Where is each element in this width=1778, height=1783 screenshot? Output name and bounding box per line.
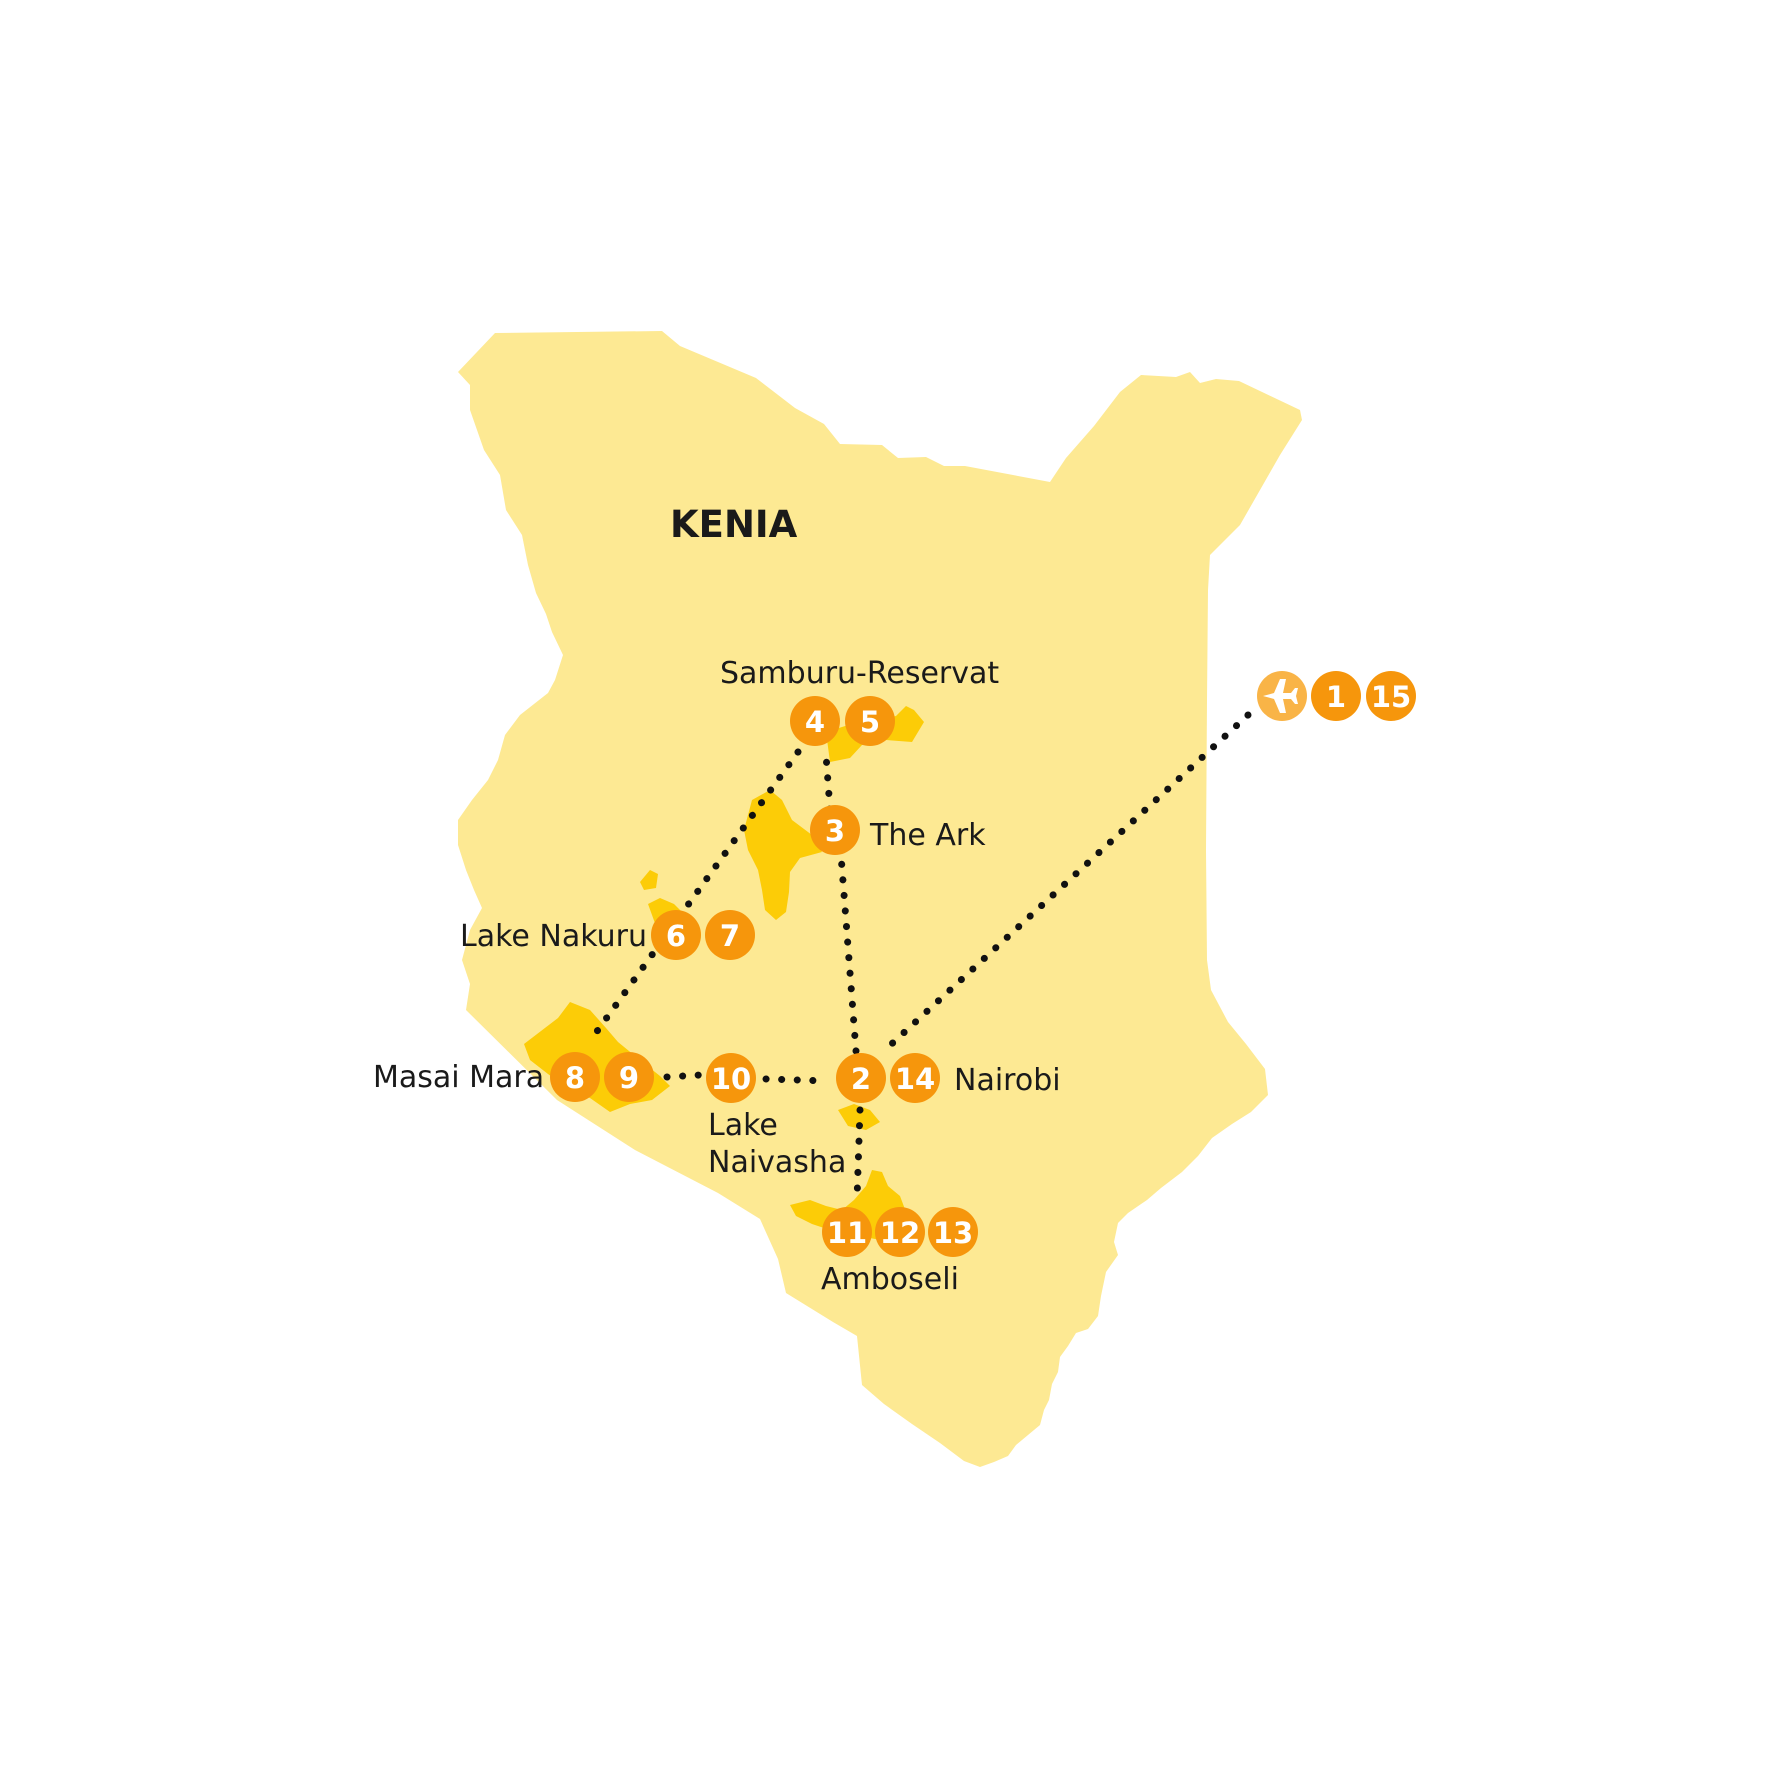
stop-number-11: 11 <box>827 1216 867 1250</box>
small-park-area <box>640 870 658 890</box>
stop-number-15: 15 <box>1371 680 1411 714</box>
country-label: KENIA <box>670 503 798 546</box>
stop-marker-8: 8 <box>550 1052 600 1102</box>
stop-marker-4: 4 <box>790 696 840 746</box>
stop-marker-14: 14 <box>890 1053 940 1103</box>
kenya-country-shape <box>458 331 1302 1467</box>
stop-marker-13: 13 <box>928 1207 978 1257</box>
stop-marker-12: 12 <box>875 1207 925 1257</box>
stop-number-7: 7 <box>720 919 740 953</box>
place-label-the-ark: The Ark <box>869 818 986 853</box>
route-segment-nairobi-amboseli <box>853 1106 864 1204</box>
place-label-amboseli: Amboseli <box>821 1262 959 1297</box>
place-label-samburu: Samburu-Reservat <box>720 656 999 691</box>
stop-number-10: 10 <box>711 1062 751 1096</box>
place-label-nairobi: Nairobi <box>954 1063 1061 1098</box>
stop-marker-2: 2 <box>836 1053 886 1103</box>
travel-route <box>586 711 1252 1204</box>
stop-markers: 1 15 4 5 3 6 7 8 9 10 2 14 11 12 13 <box>550 671 1416 1257</box>
stop-marker-10: 10 <box>706 1053 756 1103</box>
airplane-icon <box>1263 679 1298 713</box>
stop-number-8: 8 <box>565 1061 585 1095</box>
stop-marker-15: 15 <box>1366 671 1416 721</box>
aberdare-park-area <box>744 790 822 920</box>
stop-number-14: 14 <box>895 1062 935 1096</box>
stop-number-4: 4 <box>805 705 825 739</box>
stop-number-6: 6 <box>666 919 686 953</box>
stop-number-12: 12 <box>880 1216 920 1250</box>
stop-marker-9: 9 <box>604 1052 654 1102</box>
flight-marker <box>1257 671 1307 721</box>
stop-marker-7: 7 <box>705 910 755 960</box>
route-segment-naivasha-nairobi <box>762 1075 832 1085</box>
stop-number-13: 13 <box>933 1216 973 1250</box>
route-segment-the-ark-samburu <box>822 751 834 813</box>
place-labels: Samburu-Reservat The Ark Lake Nakuru Mas… <box>373 656 1061 1297</box>
stop-marker-5: 5 <box>845 696 895 746</box>
place-label-lake-naivasha-line1: Lake <box>708 1108 778 1143</box>
stop-marker-6: 6 <box>651 910 701 960</box>
place-label-lake-naivasha-line2: Naivasha <box>708 1145 846 1180</box>
stop-number-5: 5 <box>860 705 880 739</box>
route-segment-samburu-masai-mara <box>586 748 802 1045</box>
stop-number-2: 2 <box>851 1062 871 1096</box>
stop-number-1: 1 <box>1326 680 1346 714</box>
place-label-masai-mara: Masai Mara <box>373 1060 544 1095</box>
route-segment-masai-mara-naivasha <box>663 1071 704 1081</box>
place-label-lake-nakuru: Lake Nakuru <box>460 919 647 954</box>
stop-number-3: 3 <box>825 814 845 848</box>
stop-marker-1: 1 <box>1311 671 1361 721</box>
route-segment-nairobi-the-ark <box>837 851 860 1055</box>
stop-marker-3: 3 <box>810 805 860 855</box>
stop-marker-11: 11 <box>822 1207 872 1257</box>
route-segment-flight <box>880 711 1252 1055</box>
stop-number-9: 9 <box>619 1061 639 1095</box>
naivasha-park-area <box>838 1104 880 1130</box>
